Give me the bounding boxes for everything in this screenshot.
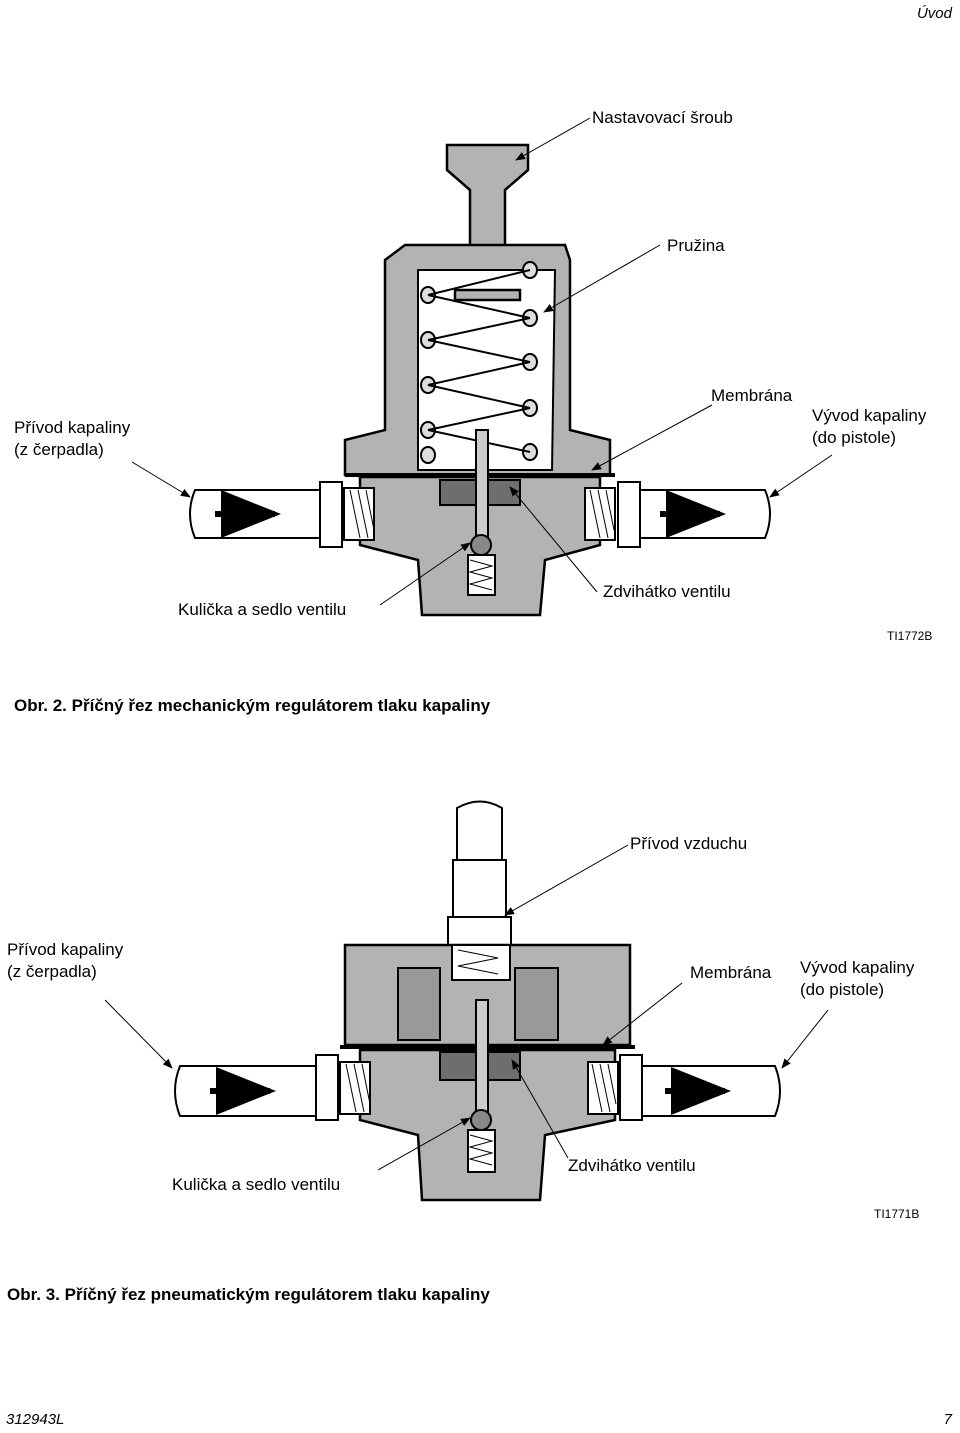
figure-2-caption: Obr. 2. Příčný řez mechanickým regulátor… (14, 696, 490, 716)
footer-doc-number: 312943L (6, 1411, 65, 1428)
caption-prefix: Obr. 3. (7, 1285, 60, 1304)
label-inlet-line1: Přívod kapaliny (7, 940, 124, 959)
label-membrane: Membrána (711, 386, 793, 405)
label-inlet-line2: (z čerpadla) (14, 440, 104, 459)
label-ball-seat: Kulička a sedlo ventilu (178, 600, 347, 619)
label-membrane: Membrána (690, 963, 772, 982)
label-inlet-line1: Přívod kapaliny (14, 418, 131, 437)
figure-3-leader-lines (104, 844, 829, 1171)
caption-prefix: Obr. 2. (14, 696, 67, 715)
figure-3-ref: TI1771B (874, 1207, 920, 1221)
footer-page-number: 7 (943, 1411, 952, 1428)
label-outlet-line1: Vývod kapaliny (812, 406, 927, 425)
figure-2-ref: TI1772B (887, 629, 933, 643)
figure-3-caption: Obr. 3. Příčný řez pneumatickým reguláto… (7, 1285, 490, 1305)
section-header: Úvod (916, 5, 952, 22)
label-spring: Pružina (667, 236, 725, 255)
label-outlet-line2: (do pistole) (812, 428, 897, 447)
label-adjust-screw: Nastavovací šroub (592, 108, 733, 127)
label-valve-lifter: Zdvihátko ventilu (603, 582, 731, 601)
mechanical-regulator-drawing (189, 143, 771, 617)
label-outlet-line1: Vývod kapaliny (800, 958, 915, 977)
figure-2-leader-lines (131, 117, 833, 606)
label-air-inlet: Přívod vzduchu (630, 834, 748, 853)
label-ball-seat: Kulička a sedlo ventilu (172, 1175, 341, 1194)
label-outlet-line2: (do pistole) (800, 980, 885, 999)
label-inlet-line2: (z čerpadla) (7, 962, 97, 981)
caption-text: Příčný řez mechanickým regulátorem tlaku… (71, 696, 491, 715)
pneumatic-regulator-drawing (174, 800, 781, 1202)
label-valve-lifter: Zdvihátko ventilu (568, 1156, 696, 1175)
caption-text: Příčný řez pneumatickým regulátorem tlak… (64, 1285, 490, 1304)
